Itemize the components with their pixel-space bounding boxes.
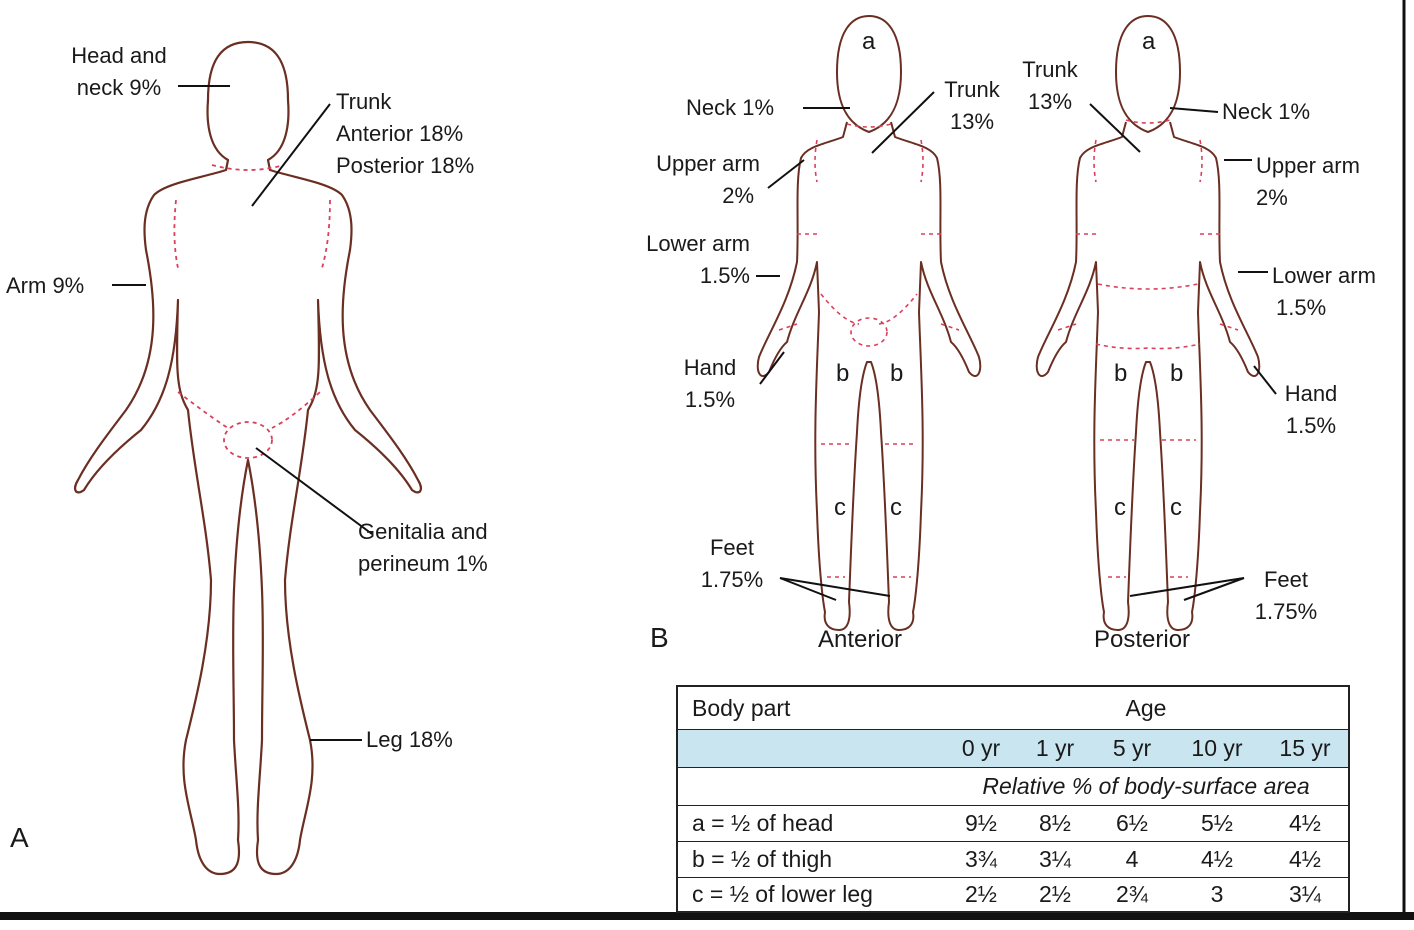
row-a-value: 4½ xyxy=(1262,806,1348,841)
region-b-anterior-right: b xyxy=(890,360,903,388)
region-c-anterior-left: c xyxy=(834,494,846,522)
region-c-posterior-right: c xyxy=(1170,494,1182,522)
region-a-anterior: a xyxy=(862,28,875,56)
arm-label: Arm 9% xyxy=(6,270,84,302)
region-b-anterior-left: b xyxy=(836,360,849,388)
age-col-0: 0 yr xyxy=(944,730,1018,767)
neck-anterior-label: Neck 1% xyxy=(686,92,774,124)
table-header-row: Body part Age xyxy=(678,687,1348,729)
row-a-value: 8½ xyxy=(1018,806,1092,841)
row-c-value: 2½ xyxy=(1018,878,1092,911)
row-b-value: 4 xyxy=(1092,842,1172,877)
row-c-value: 2½ xyxy=(944,878,1018,911)
row-a-value: 6½ xyxy=(1092,806,1172,841)
posterior-view-label: Posterior xyxy=(1094,626,1190,654)
row-c-value: 3¼ xyxy=(1262,878,1348,911)
neck-posterior-label: Neck 1% xyxy=(1222,96,1310,128)
region-c-anterior-right: c xyxy=(890,494,902,522)
leg-label: Leg 18% xyxy=(366,724,453,756)
panel-letter-a: A xyxy=(10,822,29,854)
row-a-value: 9½ xyxy=(944,806,1018,841)
child-leader-lines xyxy=(756,92,1276,600)
table-row: a = ½ of head 9½ 8½ 6½ 5½ 4½ xyxy=(678,805,1348,841)
age-header: Age xyxy=(944,687,1348,729)
region-b-posterior-right: b xyxy=(1170,360,1183,388)
row-c-value: 2¾ xyxy=(1092,878,1172,911)
region-c-posterior-left: c xyxy=(1114,494,1126,522)
adult-leader-lines xyxy=(112,86,372,740)
age-col-2: 5 yr xyxy=(1092,730,1172,767)
row-b-value: 3¼ xyxy=(1018,842,1092,877)
table-row: b = ½ of thigh 3¾ 3¼ 4 4½ 4½ xyxy=(678,841,1348,877)
relative-percent-subheader: Relative % of body-surface area xyxy=(944,768,1348,805)
row-b-value: 3¾ xyxy=(944,842,1018,877)
bottom-frame-bar xyxy=(0,912,1414,920)
age-col-3: 10 yr xyxy=(1172,730,1262,767)
age-col-1: 1 yr xyxy=(1018,730,1092,767)
body-part-header: Body part xyxy=(692,687,790,729)
body-surface-area-table: Body part Age 0 yr 1 yr 5 yr 10 yr 15 yr… xyxy=(676,685,1350,913)
anterior-view-label: Anterior xyxy=(818,626,902,654)
panel-letter-b: B xyxy=(650,622,669,654)
region-a-posterior: a xyxy=(1142,28,1155,56)
row-c-label: c = ½ of lower leg xyxy=(692,878,873,911)
age-col-4: 15 yr xyxy=(1262,730,1348,767)
row-b-value: 4½ xyxy=(1262,842,1348,877)
region-b-posterior-left: b xyxy=(1114,360,1127,388)
row-b-value: 4½ xyxy=(1172,842,1262,877)
table-row: c = ½ of lower leg 2½ 2½ 2¾ 3 3¼ xyxy=(678,877,1348,911)
row-a-label: a = ½ of head xyxy=(692,806,833,841)
table-subheader-row: Relative % of body-surface area xyxy=(678,767,1348,805)
row-a-value: 5½ xyxy=(1172,806,1262,841)
row-c-value: 3 xyxy=(1172,878,1262,911)
age-columns-row: 0 yr 1 yr 5 yr 10 yr 15 yr xyxy=(678,729,1348,767)
row-b-label: b = ½ of thigh xyxy=(692,842,832,877)
